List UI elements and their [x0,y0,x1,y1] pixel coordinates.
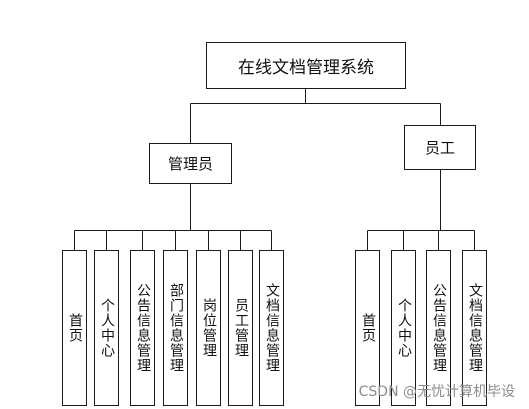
module-node: 部门信息管理 [163,250,188,406]
module-node: 首页 [355,250,380,406]
watermark-text: CSDN @无忧计算机毕设 [358,384,515,400]
module-node: 文档信息管理 [462,250,487,406]
module-node: 个人中心 [391,250,416,406]
module-node: 公告信息管理 [426,250,451,406]
root-node: 在线文档管理系统 [206,42,406,89]
module-node: 个人中心 [94,250,119,406]
module-node: 公告信息管理 [130,250,155,406]
module-node: 员工管理 [228,250,253,406]
module-node: 文档信息管理 [259,250,284,406]
module-node: 岗位管理 [196,250,221,406]
role-node-admin: 管理员 [149,143,232,184]
module-node: 首页 [62,250,87,406]
role-node-employee: 员工 [404,125,476,170]
